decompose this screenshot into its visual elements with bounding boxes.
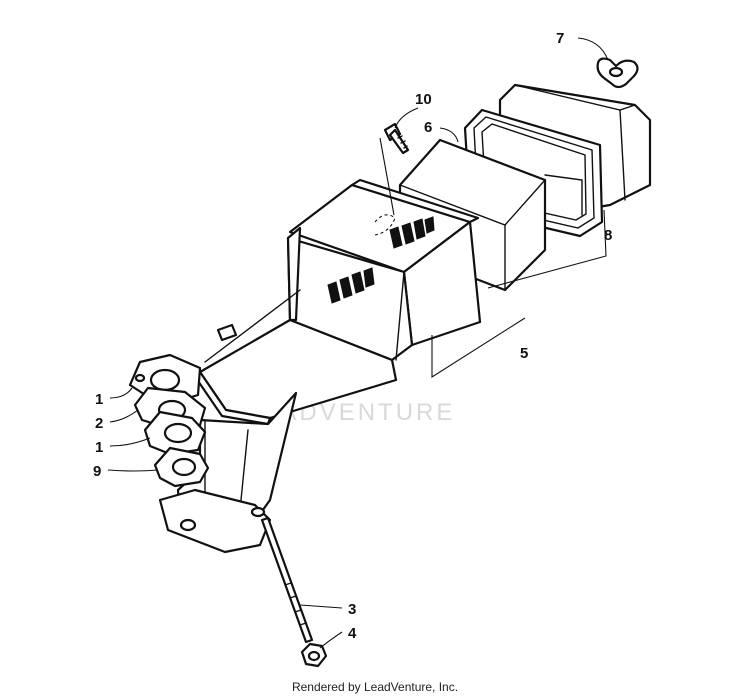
- callout-1-lower: 1: [95, 439, 103, 456]
- callout-5: 5: [520, 345, 528, 362]
- screw[interactable]: [383, 122, 410, 155]
- callout-2: 2: [95, 415, 103, 432]
- long-bolt[interactable]: [260, 516, 314, 644]
- wing-nut[interactable]: [596, 57, 639, 89]
- vent-grille-front: [327, 267, 375, 304]
- callout-6: 6: [424, 119, 432, 136]
- intake-silencer-body[interactable]: [158, 178, 482, 554]
- callout-1-upper: 1: [95, 391, 103, 408]
- callout-3: 3: [348, 601, 356, 618]
- callout-8: 8: [604, 227, 612, 244]
- callout-7: 7: [556, 30, 564, 47]
- hex-nut[interactable]: [300, 642, 328, 668]
- footer-credit: Rendered by LeadVenture, Inc.: [291, 680, 459, 694]
- callout-9: 9: [93, 463, 101, 480]
- insulator-plate[interactable]: [153, 446, 210, 488]
- callout-4: 4: [348, 625, 357, 642]
- vent-grille-rear: [389, 216, 435, 249]
- gasket-lower[interactable]: [143, 410, 207, 456]
- leader-lines: [107, 37, 609, 649]
- callout-10: 10: [415, 91, 432, 108]
